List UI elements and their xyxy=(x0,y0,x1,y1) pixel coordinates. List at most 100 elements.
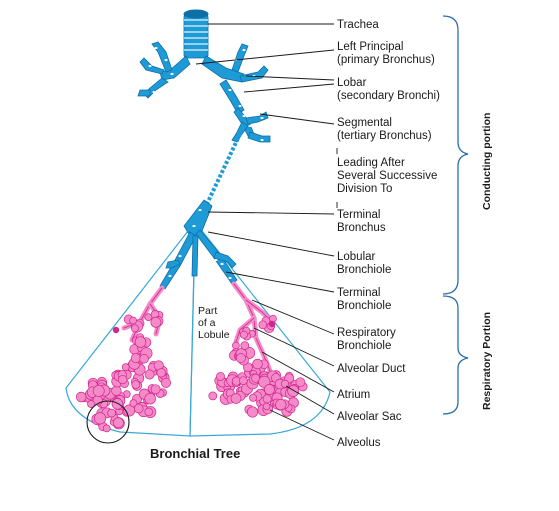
alveolus-bump xyxy=(130,324,139,333)
alveolus-bump xyxy=(208,391,218,401)
label-part-of-lobule: Part of a Lobule xyxy=(198,305,230,341)
alveolus-bump xyxy=(232,341,240,350)
airway-speckle xyxy=(260,139,264,141)
alveolus-bump xyxy=(111,398,124,410)
airway-speckle xyxy=(228,277,232,279)
respiratory-bracket xyxy=(442,295,469,415)
alveolus-highlight-circle xyxy=(86,400,130,444)
alveolus-bump xyxy=(111,385,122,396)
alveolus-bump xyxy=(75,391,87,403)
airway-speckle xyxy=(168,275,172,277)
alveolus-bump xyxy=(102,424,111,433)
airway-speckle xyxy=(228,89,232,91)
left-upper-branch xyxy=(231,43,249,73)
airway-speckle xyxy=(214,259,218,261)
right-lower-twig xyxy=(137,89,151,97)
label-atrium: Atrium xyxy=(337,389,370,401)
airway-speckle xyxy=(152,91,156,93)
alveolus-bump xyxy=(230,393,242,404)
label-segmental: Segmental (tertiary Bronchus) xyxy=(337,117,432,142)
alveolus-bump xyxy=(262,394,272,404)
alveolus-bump xyxy=(235,353,246,364)
segmental-branch-2 xyxy=(247,131,271,143)
airway-speckle xyxy=(170,73,174,75)
label-alveolar-sac: Alveolar Sac xyxy=(337,411,402,423)
alveolus-bump xyxy=(239,376,248,386)
airway-speckle xyxy=(178,255,182,257)
part-labels: Trachea Left Principal (primary Bronchus… xyxy=(150,19,441,461)
airway-speckle xyxy=(164,59,168,61)
alveolus-bump xyxy=(263,384,275,395)
label-alveolus: Alveolus xyxy=(337,437,381,449)
segmental-branch-3 xyxy=(231,121,249,143)
alveolus-bump xyxy=(240,341,250,350)
segmental-branch-1 xyxy=(245,111,269,125)
label-left-principal: Left Principal (primary Bronchus) xyxy=(337,41,435,66)
division-continuation xyxy=(204,133,242,207)
airway-speckle xyxy=(242,49,246,51)
alveolus-bump xyxy=(150,384,161,395)
alveolus-bump xyxy=(144,407,153,417)
mid-lobular-twig xyxy=(191,235,199,277)
alveolus-bump xyxy=(295,377,306,388)
airway-speckle xyxy=(260,117,264,119)
alveolus-dot xyxy=(112,326,120,334)
alveolus-bump xyxy=(156,368,166,378)
alveolus-bump xyxy=(161,377,171,388)
alveolus-bump xyxy=(112,417,124,429)
label-terminal-bronchiole: Terminal Bronchiole xyxy=(337,287,391,312)
alveolus-bump xyxy=(87,400,96,408)
airway-speckle xyxy=(154,47,158,49)
right-side-twig xyxy=(213,251,237,269)
airway-speckle xyxy=(238,105,242,107)
respiratory-portion-label: Respiratory Portion xyxy=(481,312,493,410)
left-side-twig xyxy=(165,259,181,269)
alveolus-bump xyxy=(118,374,128,385)
alveolus-bump xyxy=(133,403,144,414)
alveolus-bump xyxy=(94,412,107,425)
label-terminal-bronchus: Terminal Bronchus xyxy=(337,209,386,234)
alveolus-bump xyxy=(129,399,138,408)
airway-speckle xyxy=(248,125,252,127)
alveoli-clusters xyxy=(75,281,308,433)
alveolus-bump xyxy=(262,402,271,411)
alveolus-bump xyxy=(92,384,105,397)
label-lobar: Lobar (secondary Bronchi) xyxy=(337,77,440,102)
right-upper-branch xyxy=(151,41,173,73)
label-trachea: Trachea xyxy=(337,19,379,31)
airway-speckle xyxy=(192,225,196,227)
airway-tree xyxy=(137,9,271,290)
alveolus-bump xyxy=(129,316,137,325)
label-alveolar-duct: Alveolar Duct xyxy=(337,363,406,375)
alveolus-bump xyxy=(280,379,289,388)
right-lateral-branch xyxy=(139,57,165,75)
alveolus-bump xyxy=(134,336,147,348)
alveolus-bump xyxy=(144,369,155,380)
conducting-bracket xyxy=(442,15,469,295)
alveolus-bump xyxy=(258,320,268,330)
airway-speckle xyxy=(148,65,152,67)
alveolus-bump xyxy=(144,313,153,321)
alveolus-bump xyxy=(121,363,130,371)
alveolus-bump xyxy=(216,371,225,381)
alveolus-bump xyxy=(144,392,156,405)
portion-brackets xyxy=(442,15,469,415)
alveolus-bump xyxy=(275,398,287,411)
label-leading: Leading After Several Successive Divisio… xyxy=(337,157,441,195)
alveolus-bump xyxy=(139,354,149,364)
label-respiratory-bronchiole: Respiratory Bronchiole xyxy=(337,327,399,352)
trachea-rings xyxy=(184,19,208,51)
airway-speckle xyxy=(242,115,246,117)
trachea-top xyxy=(183,9,209,19)
conducting-portion-label: Conducting portion xyxy=(481,113,493,210)
label-lobular-bronchiole: Lobular Bronchiole xyxy=(337,251,391,276)
diagram-caption: Bronchial Tree xyxy=(150,446,240,461)
terminal-bronchus-shape xyxy=(183,199,213,237)
alveolus-bump xyxy=(107,408,116,418)
alveolus-bump xyxy=(252,358,263,370)
left-lobar-down xyxy=(219,79,245,115)
alveolus-bump xyxy=(249,393,258,402)
alveolus-bump xyxy=(130,353,141,364)
alveolus-bump xyxy=(239,330,248,339)
